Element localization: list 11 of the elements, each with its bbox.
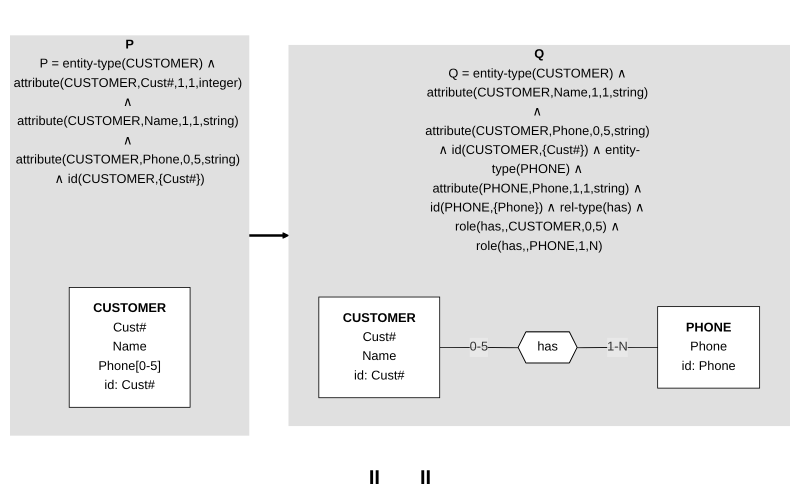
cluster [288, 44, 790, 426]
node-box [68, 287, 190, 408]
edge-label: 1-N [607, 340, 628, 354]
connector [439, 346, 519, 348]
equivalence-sign: II [420, 467, 432, 490]
node-box [318, 296, 440, 398]
arrow [248, 232, 290, 240]
edge-label: 0-5 [470, 340, 488, 354]
cluster [10, 35, 250, 436]
equivalence-sign: II [368, 467, 380, 490]
node-box [657, 306, 760, 389]
